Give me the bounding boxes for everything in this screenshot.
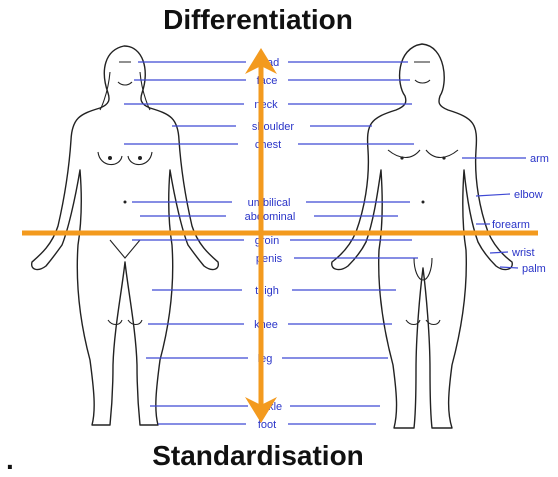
label-neck: neck: [254, 99, 278, 111]
label-palm: palm: [522, 263, 546, 275]
label-shoulder: shoulder: [252, 121, 295, 133]
label-arm: arm: [530, 153, 549, 165]
label-knee: knee: [254, 319, 278, 331]
male-figure: [332, 44, 513, 428]
label-abdominal: abdominal: [245, 211, 296, 223]
label-wrist: wrist: [511, 247, 535, 259]
label-elbow: elbow: [514, 189, 543, 201]
title-standardisation: Standardisation: [0, 440, 516, 472]
label-umbilical: umbilical: [248, 197, 291, 209]
label-forearm: forearm: [492, 219, 530, 231]
label-groin: groin: [255, 235, 279, 247]
